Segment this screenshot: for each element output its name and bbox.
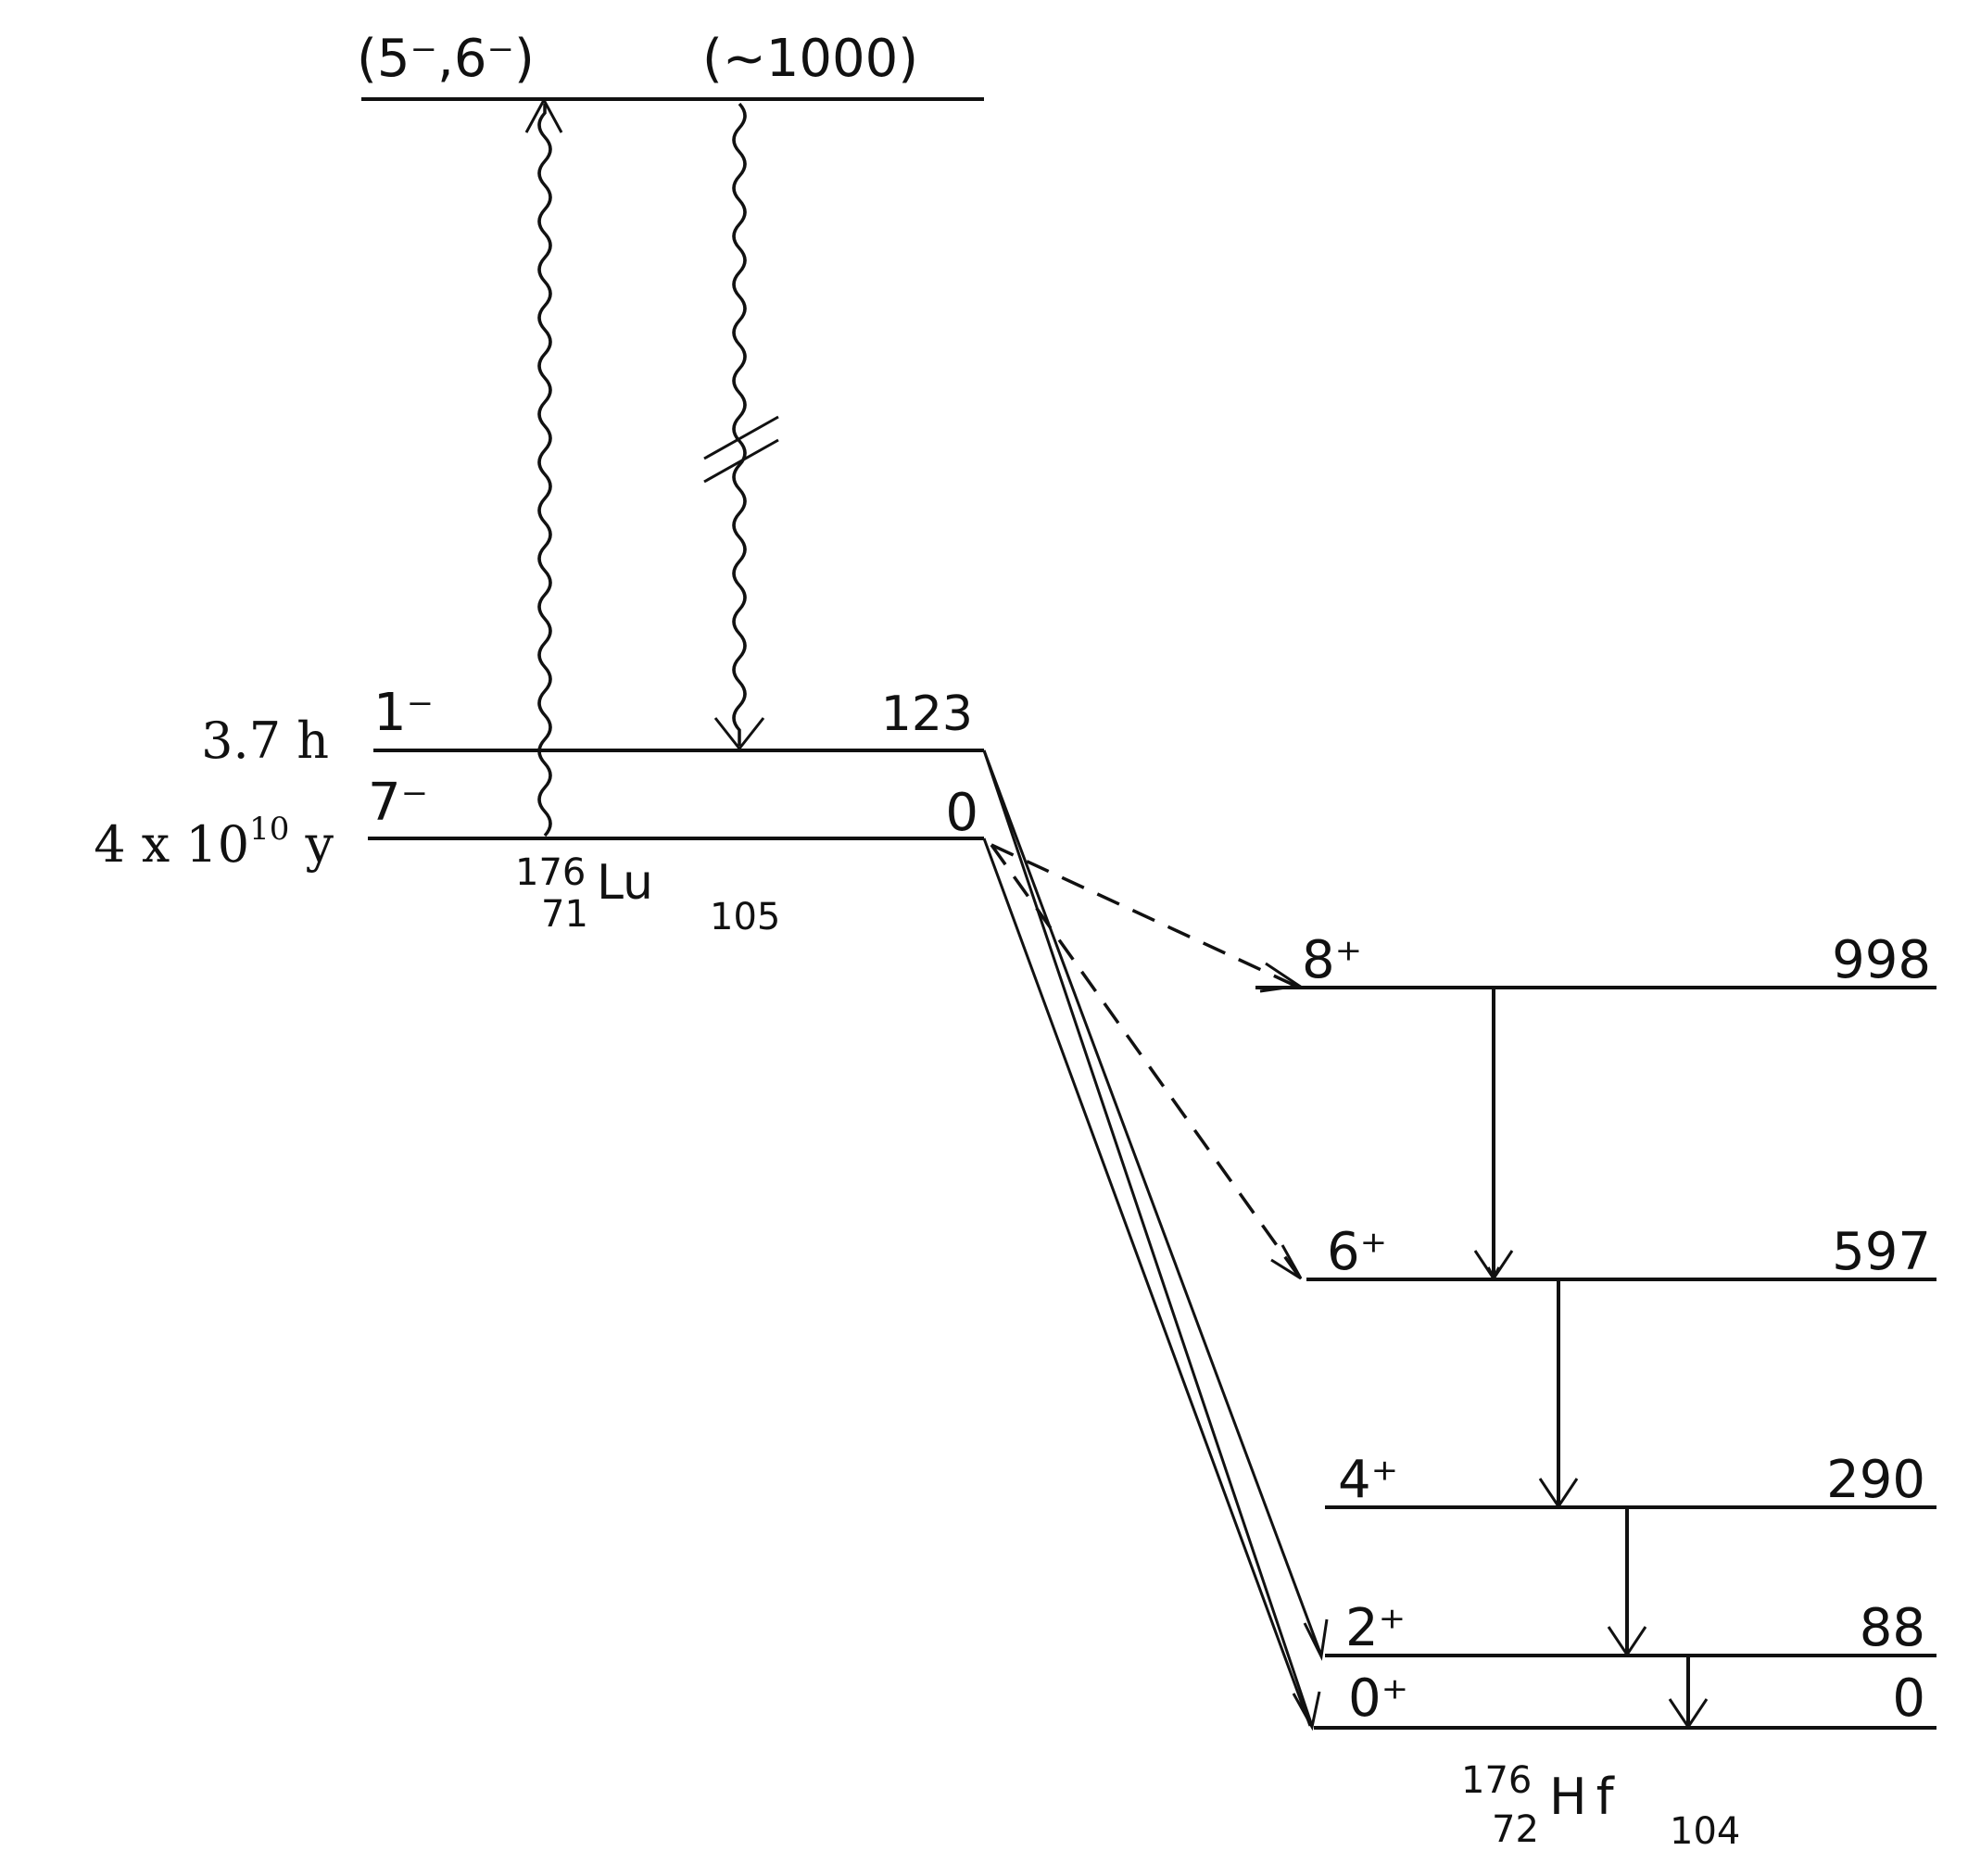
lu-ground-half-life: 4 x 1010 y <box>94 811 334 874</box>
gamma-88-to-0-arrowhead <box>1668 1698 1709 1730</box>
hf-level-998-energy: 998 <box>1832 930 1931 990</box>
lu-ground-spin-label: 7⁻ <box>368 773 428 833</box>
lu-mass-number: 176 <box>515 851 586 894</box>
hf-level-0-energy: 0 <box>1892 1668 1925 1729</box>
hf-element-symbol: Hf <box>1549 1768 1623 1826</box>
gamma-deexcitation-wavy-arrow <box>732 102 747 746</box>
lu-high-energy-label: (~1000) <box>702 29 918 89</box>
beta-decay-to-998-arrowhead <box>1259 962 1304 993</box>
lu-neutron-number: 105 <box>710 896 780 938</box>
beta-decay-isomer-to-2plus-arrowhead <box>1303 1618 1329 1661</box>
lu-atomic-number: 71 <box>541 893 588 936</box>
gamma-998-to-597-arrowhead <box>1473 1250 1514 1281</box>
lu-nuclide-label: 176 71 Lu 105 <box>515 851 780 938</box>
lu-isomer-half-life: 3.7 h <box>201 711 329 770</box>
gamma-290-to-88-arrowhead <box>1607 1626 1647 1657</box>
hf-level-88-spin: 2⁺ <box>1345 1598 1406 1658</box>
hf-level-290-spin: 4⁺ <box>1338 1450 1398 1510</box>
beta-decay-to-597-dashed-arrow <box>990 843 1301 1278</box>
lu-isomer-spin-label: 1⁻ <box>373 683 434 743</box>
hf-mass-number: 176 <box>1461 1759 1532 1802</box>
hf-neutron-number: 104 <box>1670 1810 1740 1853</box>
hf-level-290-energy: 290 <box>1826 1450 1925 1510</box>
broken-transition-mark <box>703 415 779 484</box>
gamma-excitation-wavy-arrow <box>537 104 552 837</box>
hf-level-0-spin: 0⁺ <box>1348 1668 1408 1729</box>
hf-level-998-spin: 8⁺ <box>1302 930 1362 990</box>
hf-atomic-number: 72 <box>1492 1808 1539 1851</box>
hf-level-88-energy: 88 <box>1860 1598 1925 1658</box>
beta-decay-ground-to-0plus-line <box>982 837 1312 1727</box>
lu-isomer-energy-label: 123 <box>881 686 973 742</box>
lu-ground-energy-label: 0 <box>945 783 978 843</box>
gamma-deexcitation-arrowhead <box>713 717 765 751</box>
beta-decay-to-597-arrowhead <box>1270 1244 1303 1280</box>
beta-decay-to-0plus-arrowhead <box>1292 1691 1321 1731</box>
beta-decay-isomer-to-2plus-line <box>982 749 1323 1656</box>
lu-ground-half-life-exponent: 10 <box>249 811 289 848</box>
hf-level-597-energy: 597 <box>1832 1222 1931 1282</box>
lu-element-symbol: Lu <box>597 855 653 911</box>
hf-level-597-spin: 6⁺ <box>1327 1222 1387 1282</box>
beta-decay-isomer-to-0plus-line <box>982 749 1314 1727</box>
lu-high-spin-label: (5⁻,6⁻) <box>357 29 535 89</box>
beta-decay-to-998-dashed-arrow <box>990 843 1296 988</box>
gamma-excitation-arrowhead <box>524 96 563 133</box>
hf-nuclide-label: 176 72 Hf 104 <box>1461 1759 1740 1853</box>
gamma-597-to-290-arrowhead <box>1538 1478 1579 1509</box>
